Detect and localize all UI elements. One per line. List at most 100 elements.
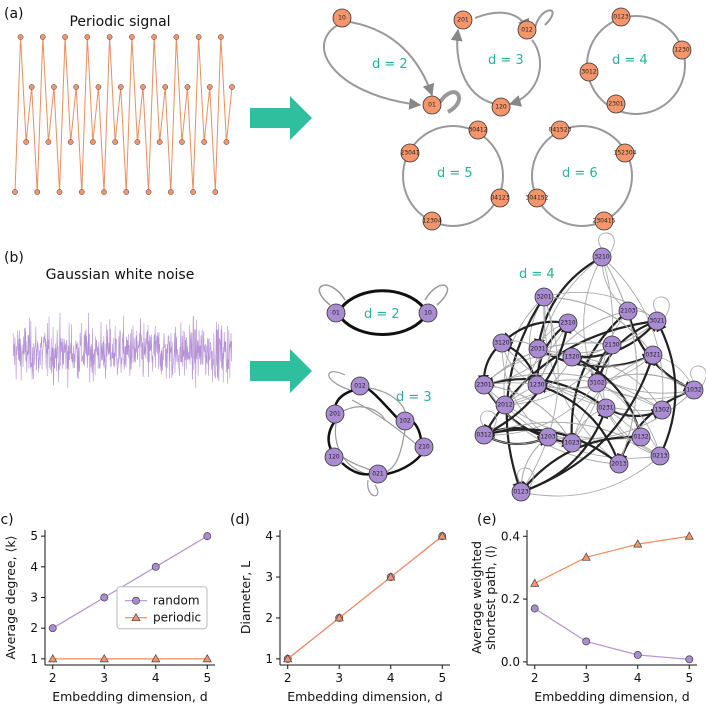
network-edge xyxy=(483,381,642,438)
periodic-signal-point xyxy=(195,34,202,40)
series-line-random xyxy=(534,607,690,660)
periodic-signal-point xyxy=(39,34,46,40)
x-tick-label: 3 xyxy=(582,671,590,685)
network-node-label: 3102 xyxy=(589,380,604,387)
x-tick-label: 3 xyxy=(335,671,343,685)
svg-text:10: 10 xyxy=(338,15,346,22)
network-edge xyxy=(533,256,603,351)
y-tick-label: 0.0 xyxy=(501,655,520,669)
periodic-signal-point xyxy=(140,84,146,90)
graph-label-a-d2: d = 2 xyxy=(372,57,408,72)
periodic-signal-point xyxy=(190,189,196,195)
network-node-label: 2301 xyxy=(476,382,491,389)
network-node xyxy=(596,398,616,418)
periodic-signal-point xyxy=(84,34,91,40)
periodic-signal-point xyxy=(218,34,224,40)
legend-label: periodic xyxy=(153,611,201,625)
graph-label-a-d3: d = 3 xyxy=(488,53,524,68)
periodic-signal-point xyxy=(28,84,35,90)
x-tick-label: 5 xyxy=(438,671,446,685)
network-node-label: 3021 xyxy=(649,318,664,325)
svg-text:012: 012 xyxy=(354,383,366,390)
network-edge xyxy=(535,382,621,465)
network-edge xyxy=(483,373,663,411)
data-point-random xyxy=(100,593,109,602)
x-axis-title: Embedding dimension, d xyxy=(52,689,208,704)
svg-text:01: 01 xyxy=(428,102,436,109)
y-tick-label: 2 xyxy=(30,621,38,635)
ordinal-graph-periodic-d6: 041523 152304 230415 304152 d = 6 xyxy=(526,120,637,231)
periodic-signal-point xyxy=(12,189,18,195)
data-point-random xyxy=(203,532,212,541)
network-node xyxy=(474,425,494,445)
y-tick-label: 4 xyxy=(265,529,273,543)
y-tick-label: 4 xyxy=(30,560,38,574)
y-axis-title-line: shortest path, ⟨l⟩ xyxy=(483,545,498,650)
data-point-periodic xyxy=(334,613,344,622)
svg-text:23041: 23041 xyxy=(400,150,419,157)
white-noise-plot xyxy=(12,312,233,389)
network-edge xyxy=(601,256,638,465)
arrow-a-icon xyxy=(250,96,312,140)
data-point-random xyxy=(530,604,539,613)
y-tick-label: 1 xyxy=(30,652,38,666)
periodic-signal-point xyxy=(95,84,102,90)
periodic-signal-point xyxy=(67,139,74,145)
network-node xyxy=(538,427,558,447)
network-edge xyxy=(571,354,663,411)
periodic-signal-point xyxy=(173,34,180,40)
network-node-label: 2130 xyxy=(604,342,619,349)
network-edge xyxy=(656,320,677,457)
periodic-signal-point xyxy=(45,139,52,145)
periodic-signal-point xyxy=(212,189,219,195)
series-line-periodic xyxy=(287,535,443,660)
network-node xyxy=(643,345,663,365)
graph-label-a-d4: d = 4 xyxy=(612,53,648,68)
graph-label-b-d4: d = 4 xyxy=(519,267,555,282)
svg-text:120: 120 xyxy=(495,104,507,111)
data-point-periodic xyxy=(48,653,58,663)
periodic-signal-line xyxy=(14,36,233,193)
svg-text:04123: 04123 xyxy=(490,195,509,202)
data-point-periodic xyxy=(99,653,109,663)
svg-text:12304: 12304 xyxy=(422,218,441,225)
data-point-periodic xyxy=(202,653,212,663)
network-node xyxy=(684,380,704,400)
ordinal-graph-random-d3: 012 102 201 210 120 021 d = 3 xyxy=(324,371,434,497)
svg-text:201: 201 xyxy=(329,411,341,418)
data-point-random xyxy=(633,651,642,659)
network-node-label: 0321 xyxy=(645,352,660,359)
periodic-signal-point xyxy=(34,189,41,195)
panel-label: (c) xyxy=(0,512,14,528)
y-tick-label: 1 xyxy=(265,652,273,666)
data-point-periodic xyxy=(437,531,447,540)
white-noise-line xyxy=(12,312,233,389)
periodic-signal-point xyxy=(101,189,107,195)
network-node-label: 1023 xyxy=(564,440,579,447)
network-node xyxy=(647,311,667,331)
network-self-loop xyxy=(598,232,615,254)
data-point-random xyxy=(48,624,57,633)
network-edge xyxy=(501,342,663,414)
network-node-label: 1302 xyxy=(654,407,669,414)
network-node-label: 2031 xyxy=(530,346,545,353)
svg-text:10: 10 xyxy=(424,310,432,317)
network-node xyxy=(587,373,607,393)
network-edge xyxy=(583,256,603,384)
data-point-random xyxy=(685,655,694,664)
graph-label-b-d2: d = 2 xyxy=(364,307,400,322)
y-tick-label: 3 xyxy=(265,570,273,584)
periodic-signal-point xyxy=(112,139,119,145)
periodic-signal-point xyxy=(145,189,152,195)
network-edge xyxy=(596,382,661,457)
svg-text:1230: 1230 xyxy=(674,47,689,54)
ordinal-graph-periodic-d5: 30412 04123 12304 23041 d = 5 xyxy=(400,120,510,231)
svg-text:021: 021 xyxy=(372,471,384,478)
periodic-signal-point xyxy=(162,84,169,90)
panel-a-title: Periodic signal xyxy=(69,14,170,30)
y-tick-label: 3 xyxy=(30,591,38,605)
network-node-label: 0213 xyxy=(652,453,667,460)
panel-b-label: (b) xyxy=(4,250,24,266)
